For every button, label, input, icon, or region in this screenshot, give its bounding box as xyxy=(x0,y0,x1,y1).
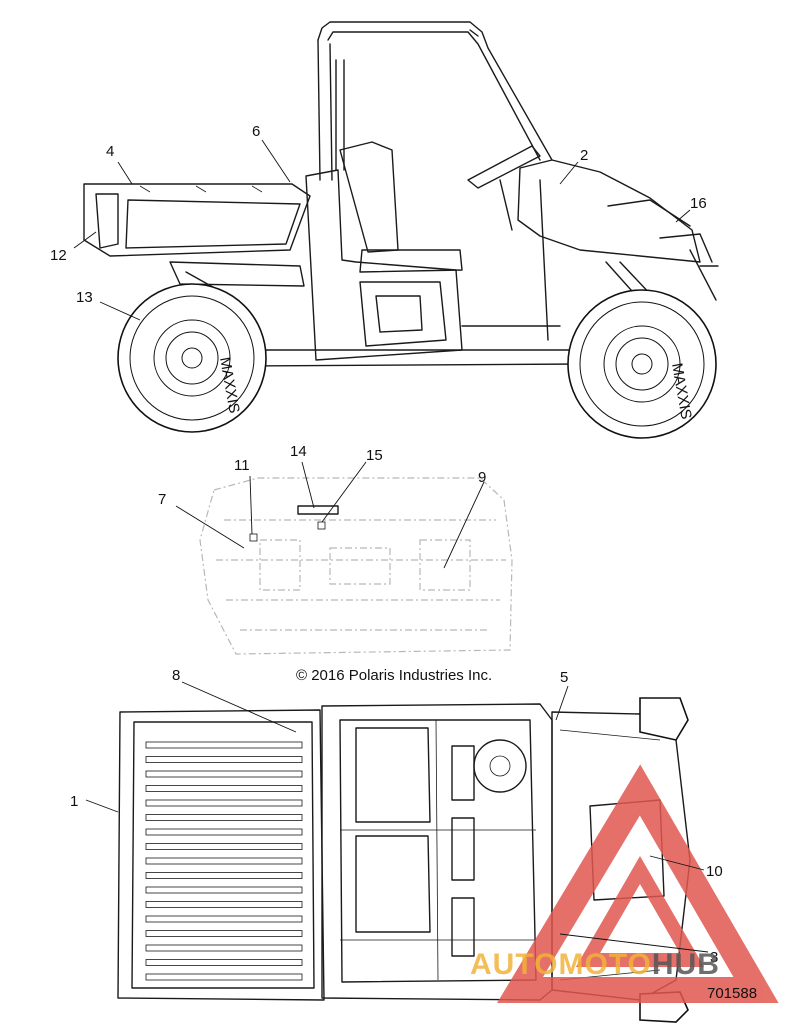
callout-6: 6 xyxy=(252,123,260,140)
side-view-vehicle: MAXXIS MAXXIS xyxy=(83,21,719,439)
watermark-text-part2: HUB xyxy=(651,948,720,981)
callout-leaders xyxy=(73,139,709,953)
bed-slat xyxy=(145,770,303,778)
callout-9: 9 xyxy=(478,469,486,486)
callout-8: 8 xyxy=(172,667,180,684)
callout-7: 7 xyxy=(158,491,166,508)
bed-slat xyxy=(145,886,303,894)
callout-13: 13 xyxy=(76,289,93,306)
bed-slat xyxy=(145,741,303,749)
callout-11: 11 xyxy=(234,457,250,474)
bed-slat xyxy=(145,785,303,792)
bed-slat xyxy=(145,930,303,937)
bed-slat xyxy=(145,872,303,879)
bed-slat xyxy=(145,799,303,807)
front-view-vehicle xyxy=(199,477,513,655)
callout-5: 5 xyxy=(560,669,568,686)
watermark-text: AUTOMOTOHUB xyxy=(470,948,720,982)
bed-slat xyxy=(145,901,303,908)
watermark-logo xyxy=(497,764,779,1003)
callout-3: 3 xyxy=(710,949,718,966)
callout-10: 10 xyxy=(706,863,723,880)
bed-slat xyxy=(145,828,303,836)
part-number: 701588 xyxy=(707,985,758,1002)
callout-15: 15 xyxy=(366,447,383,464)
bed-slat xyxy=(145,959,303,966)
bed-slats xyxy=(145,741,303,981)
bed-slat xyxy=(145,756,303,763)
bed-slat xyxy=(145,944,303,952)
callout-12: 12 xyxy=(50,247,67,264)
callout-4: 4 xyxy=(106,143,114,160)
front-wheel: MAXXIS xyxy=(567,289,717,439)
copyright-notice: © 2016 Polaris Industries Inc. xyxy=(296,667,493,684)
callout-labels: 1 2 3 4 5 6 7 8 9 10 11 12 13 14 15 16 xyxy=(50,123,723,966)
callout-16: 16 xyxy=(690,195,707,212)
bed-slat xyxy=(145,814,303,821)
callout-14: 14 xyxy=(290,443,307,460)
callout-2: 2 xyxy=(580,147,588,164)
watermark-text-part1: AUTOMOTO xyxy=(470,948,652,981)
bed-slat xyxy=(145,915,303,923)
bed-slat xyxy=(145,843,303,850)
rear-wheel: MAXXIS xyxy=(117,283,267,433)
callout-1: 1 xyxy=(70,793,78,810)
bed-slat xyxy=(145,857,303,865)
bed-slat xyxy=(145,973,303,981)
